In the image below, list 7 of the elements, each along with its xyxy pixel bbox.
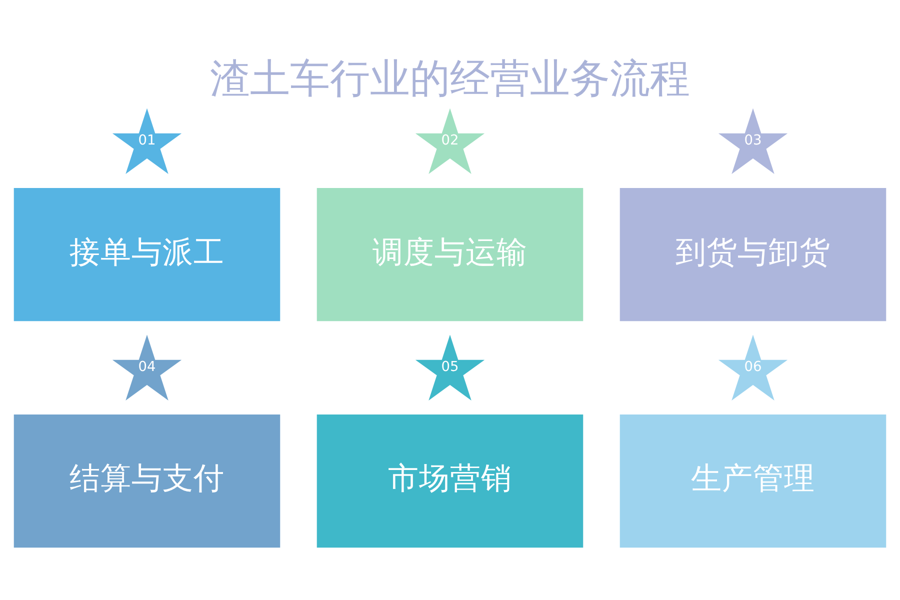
node-box: 调度与运输 xyxy=(316,188,584,321)
node-box: 生产管理 xyxy=(620,414,886,548)
node-box: 接单与派工 xyxy=(14,188,280,321)
node-box: 市场营销 xyxy=(316,414,584,548)
diagram-title: 渣土车行业的经营业务流程 xyxy=(210,56,690,102)
node-box: 到货与卸货 xyxy=(620,188,886,321)
node-box: 结算与支付 xyxy=(14,414,280,548)
